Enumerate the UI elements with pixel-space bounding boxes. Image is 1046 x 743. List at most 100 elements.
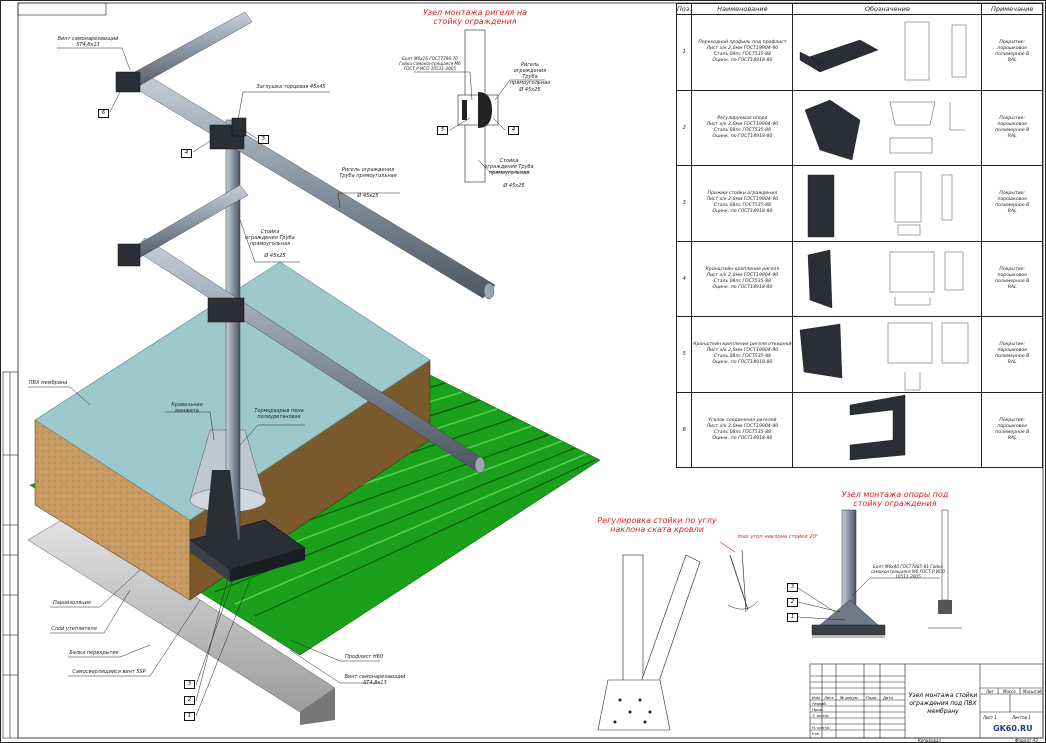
label-detail-rail: Ригель ограждения Труба прямоугольная	[509, 62, 551, 86]
row-note: Покрытие: порошковое полимерное В RAL	[981, 316, 1043, 393]
row-pos: 5	[675, 316, 693, 393]
row-title: Кронштейн крепления ригеля	[705, 266, 780, 272]
support-box-2: 2	[787, 598, 798, 607]
row-image	[792, 165, 983, 242]
row-pos: 4	[675, 240, 693, 317]
label-detail-rail-size: Ø 45х25	[519, 87, 541, 93]
detail-rail-post	[414, 29, 545, 183]
label-end-cap: Заглушка торцевая 45х45	[256, 84, 326, 90]
row-title: Переходной профиль под профлист	[698, 40, 787, 46]
row-note: Покрытие: порошковое полимерное В RAL	[981, 14, 1043, 91]
spec-header-row: Поз. Наименование Обозначение Примечание	[675, 3, 1043, 15]
row-image	[792, 391, 983, 468]
tb-format: Формат A3	[1015, 738, 1038, 743]
detail-adjustment	[597, 541, 759, 731]
pos-box-3: 3	[184, 680, 195, 689]
row-title: Прижим стойки ограждения	[707, 191, 778, 197]
label-pvc: ПВХ мембрана	[28, 380, 68, 386]
row-pos: 6	[675, 391, 693, 468]
row-line: Оцинк. по ГОСТ14918-80	[712, 360, 773, 366]
support-box-1: 1	[787, 613, 798, 622]
row-note: Покрытие: порошковое полимерное В RAL	[981, 165, 1043, 242]
pos-box-6: 6	[98, 109, 109, 118]
label-screw-top: Винт самонарезающий ST4,8х13	[57, 36, 119, 48]
tb-row-ncontr: Н. контр.	[812, 725, 831, 730]
row-pos: 3	[675, 165, 693, 242]
label-self-drill: Самосверлящийся винт SSP	[72, 669, 146, 675]
label-profile: Профлист Н60	[344, 654, 384, 660]
row-line: Лист х/к 2,0мм ГОСТ19904-90	[706, 272, 779, 278]
tb-row-check: Пров.	[812, 707, 824, 712]
tb-row-approve: Утв.	[812, 731, 820, 736]
row-line: Оцинк. по ГОСТ14918-80	[712, 58, 773, 64]
row-title: Уголок соединения ригелей	[708, 417, 777, 423]
header-pos: Поз.	[675, 3, 693, 15]
label-insulation: Слой утеплителя	[51, 626, 97, 632]
pos-box-1: 1	[184, 712, 195, 721]
label-screw-bottom: Винт самонарезающий ST4,8х13	[344, 674, 406, 686]
detail-title-upper: Узел монтажа ригеля на стойку ограждения	[422, 8, 528, 26]
tb-row-tcontr: Т. контр.	[812, 713, 830, 718]
header-note: Примечание	[981, 3, 1043, 15]
row-line: Сталь 08пс ГОСТ535-88	[713, 52, 771, 58]
row-title: Регулируемая опора	[717, 115, 768, 121]
pos-box-5: 5	[258, 135, 269, 144]
tb-col-list: Лист	[824, 695, 834, 700]
detail-title-support: Узел монтажа опоры под стойку ограждения	[841, 490, 949, 508]
row-line: Оцинк. по ГОСТ14918-80	[712, 435, 773, 441]
row-line: Лист х/к 2,0мм ГОСТ19904-90	[706, 423, 779, 429]
label-detail-post: Стойка ограждения Труба прямоугольная	[484, 158, 534, 176]
row-note: Покрытие: порошковое полимерное В RAL	[981, 391, 1043, 468]
label-sleeve: Кровельная манжета	[171, 402, 203, 414]
label-detail-bolt: Болт М6х16 ГОСТ7796-70 Гайка самоконтрящ…	[399, 56, 461, 71]
row-pos: 1	[675, 14, 693, 91]
pos-box-4: 4	[181, 149, 192, 158]
tb-col-date: Дата	[883, 695, 893, 700]
max-angle: max угол наклона стойки 20°	[737, 534, 819, 540]
label-beam: Балка перекрытия	[69, 650, 119, 656]
row-image	[792, 89, 983, 166]
support-box-3: 3	[787, 583, 798, 592]
margin-stamp	[2, 371, 19, 739]
header-name: Наименование	[691, 3, 794, 15]
tb-scale: Масштаб	[1023, 689, 1043, 694]
tb-sheet: Лист 1	[983, 715, 997, 720]
row-line: Сталь 08пс ГОСТ535-88	[713, 429, 771, 435]
label-rail-size: Ø 45х25	[357, 193, 379, 199]
row-line: Сталь 08пс ГОСТ535-88	[713, 278, 771, 284]
row-line: Лист х/к 2,0мм ГОСТ19904-90	[706, 46, 779, 52]
spec-table: Поз. Наименование Обозначение Примечание…	[675, 3, 1043, 468]
tb-mass: Масса	[1003, 689, 1016, 694]
row-note: Покрытие: порошковое полимерное В RAL	[981, 89, 1043, 166]
beam-drawing	[27, 514, 336, 725]
row-line: Лист х/к 2,0мм ГОСТ19904-90	[706, 348, 779, 354]
label-base-bolt: Болт М6х40 ГОСТ7805-81 Гайка самоконтрящ…	[870, 564, 946, 579]
tb-copied: Копировал	[918, 738, 941, 743]
title-block-lines	[809, 663, 1044, 739]
lower-rail	[134, 237, 486, 474]
row-image	[792, 316, 983, 393]
tb-stage: Лит	[986, 689, 994, 694]
row-line: Оцинк. по ГОСТ14918-80	[712, 133, 773, 139]
tb-col-sign: Подп.	[866, 695, 878, 700]
tb-sheets: Листов 1	[1012, 715, 1031, 720]
pos-box-2: 2	[184, 696, 195, 705]
row-line: Сталь 08пс ГОСТ535-88	[713, 127, 771, 133]
label-post: Стойка ограждения Труба прямоугольная	[245, 229, 295, 247]
row-title: Кронштейн крепления ригеля откидной	[693, 342, 792, 348]
header-designation: Обозначение	[792, 3, 983, 15]
row-line: Оцинк. по ГОСТ14918-80	[712, 284, 773, 290]
tb-brand-logo: GK60.RU	[993, 724, 1033, 733]
label-thermal: Терморазрыв пена полиуретановая	[254, 408, 304, 420]
detail-support	[797, 509, 962, 638]
row-line: Сталь 08пс ГОСТ535-88	[713, 354, 771, 360]
row-pos: 2	[675, 89, 693, 166]
